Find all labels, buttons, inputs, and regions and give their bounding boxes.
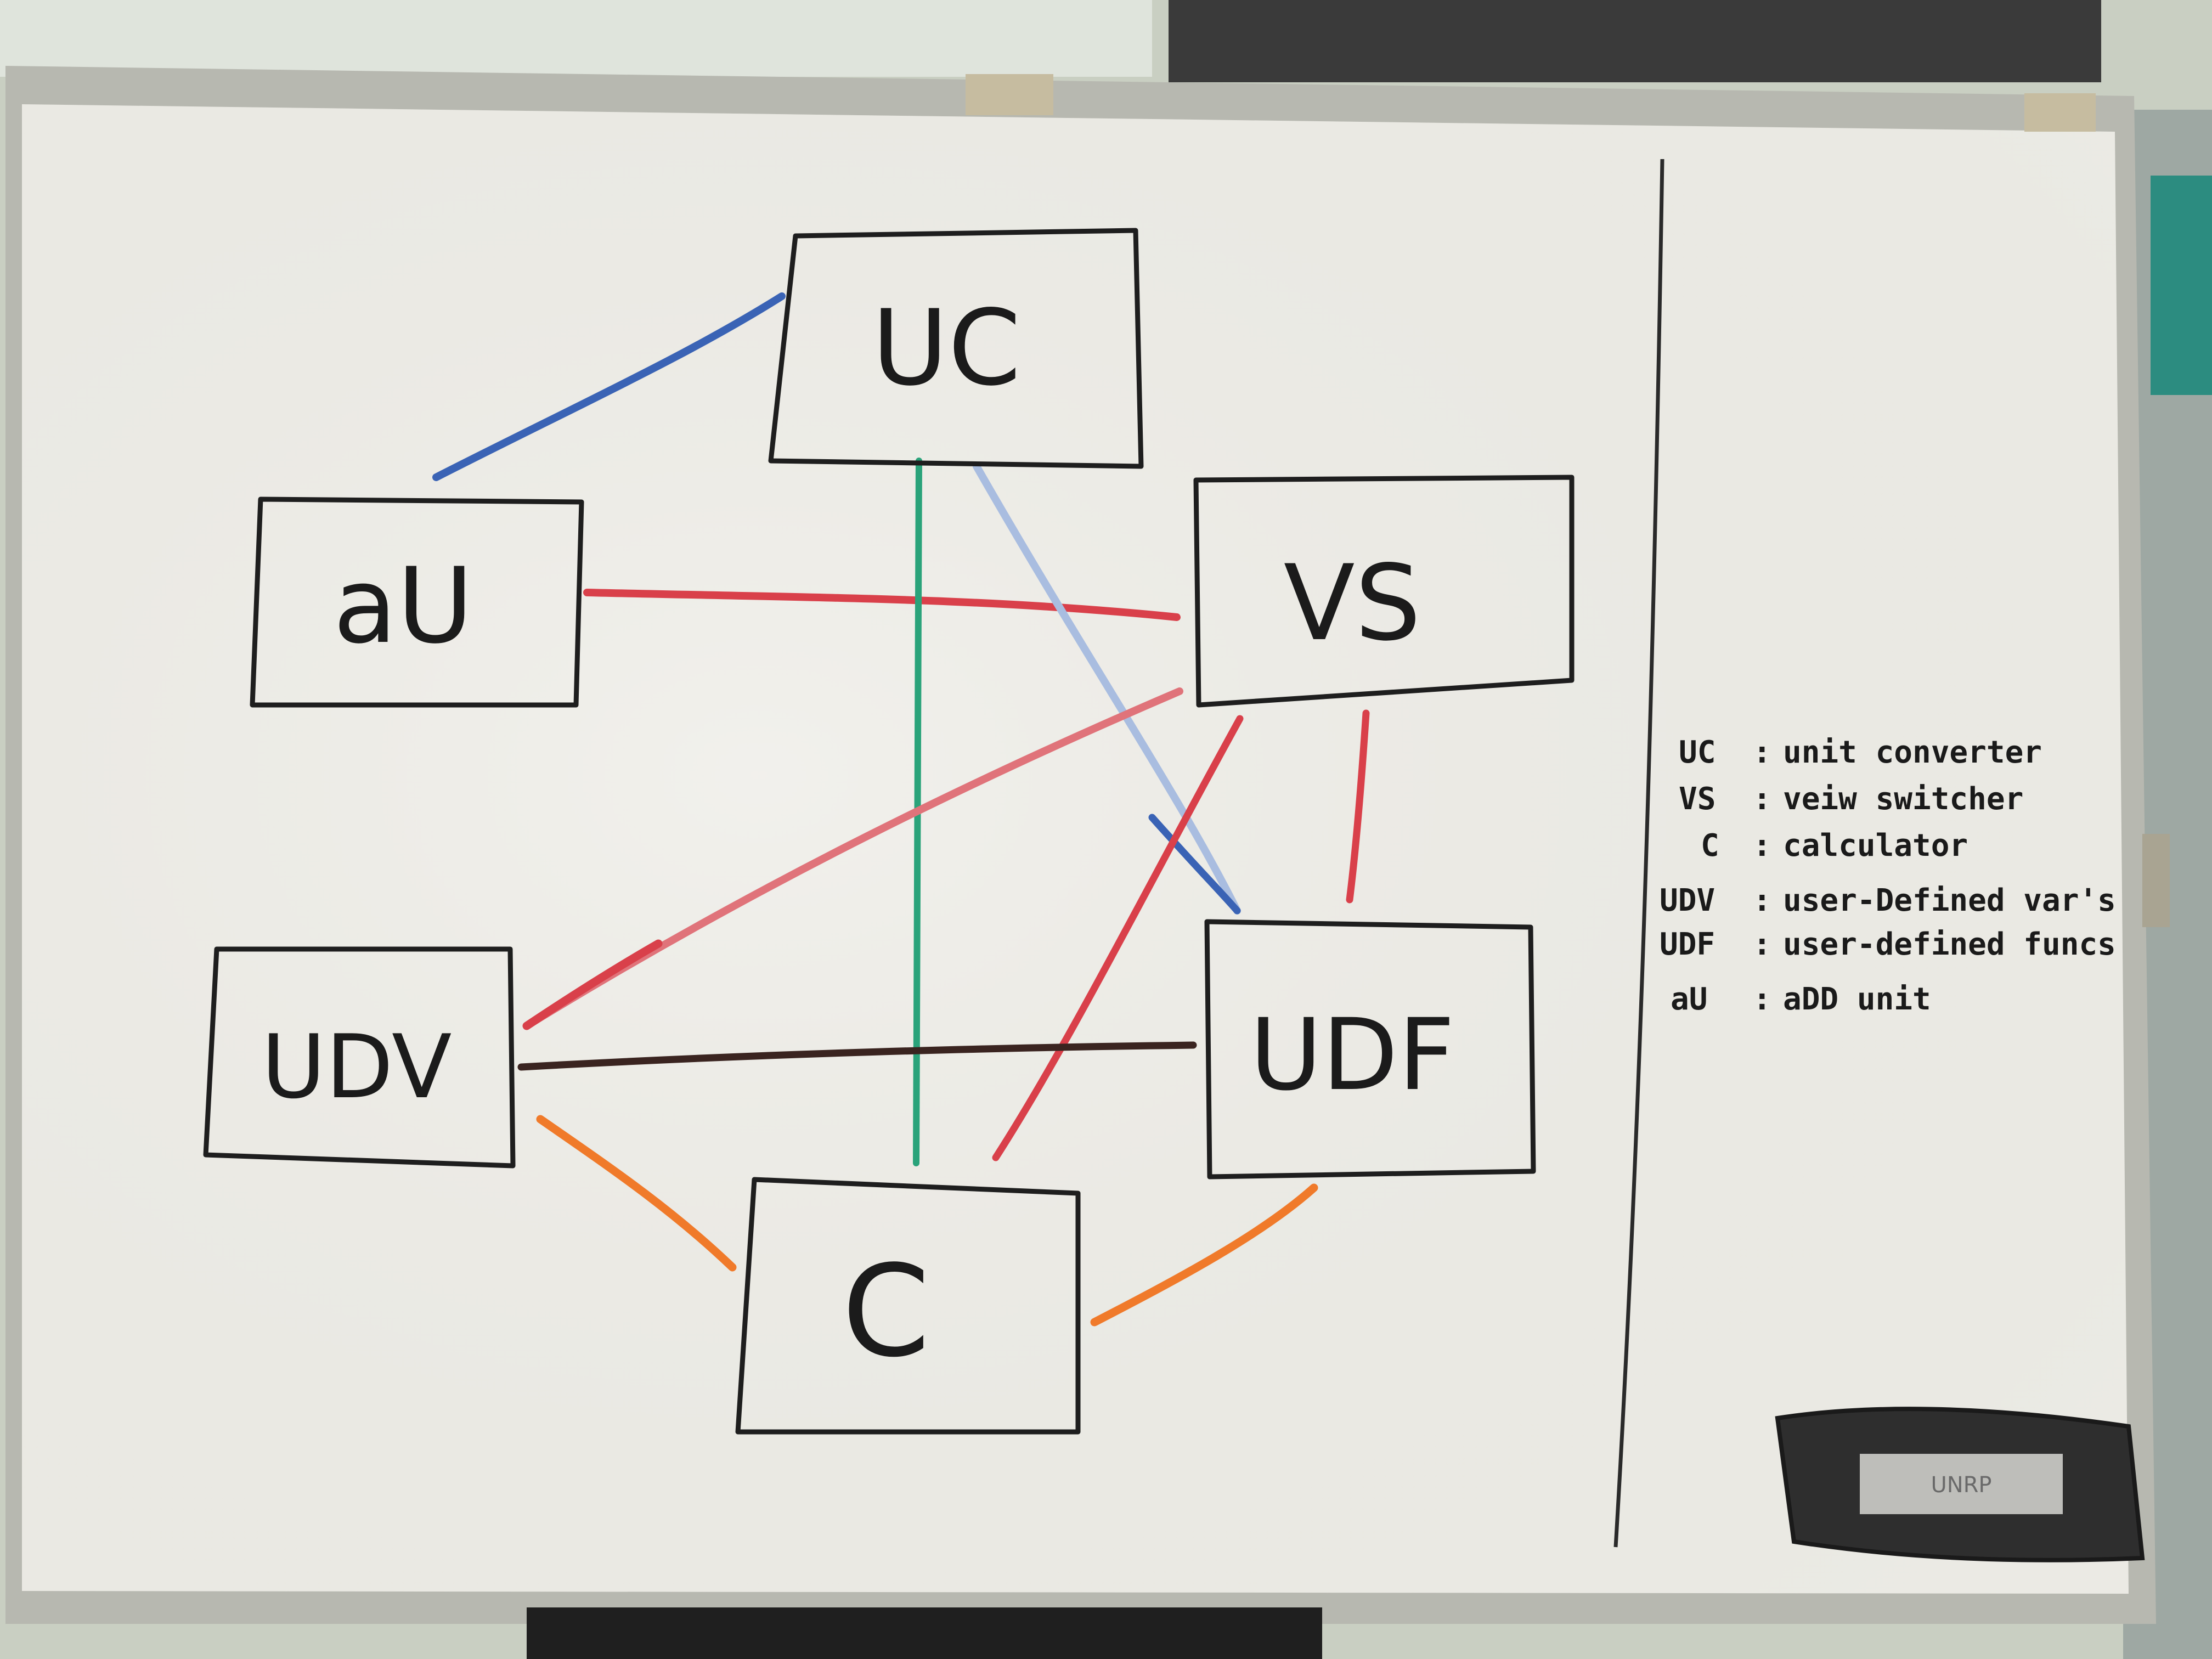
node-label-udf: UDF	[1250, 998, 1455, 1113]
eraser: UNRP	[1775, 1407, 2145, 1562]
legend-sep: :	[1753, 828, 1771, 864]
node-box-uc	[768, 228, 1144, 469]
marker-tray	[527, 1607, 1322, 1659]
tape-side	[2142, 834, 2170, 927]
tape-top	[966, 74, 1053, 115]
node-box-udf	[1204, 919, 1536, 1180]
eraser-label-bg	[1860, 1454, 2063, 1514]
divider-line	[1613, 159, 1664, 1548]
legend-row: VS : veiw switcher	[1679, 781, 2023, 817]
legend-text: user-Defined var's	[1783, 883, 2116, 918]
bedsheet	[0, 0, 1152, 77]
edge-au-vs	[583, 589, 1181, 621]
legend-sep: :	[1753, 781, 1771, 817]
legend-row: UDV : user-Defined var's	[1660, 883, 2116, 918]
teal-cloth	[2151, 176, 2212, 395]
node-label-c: C	[842, 1239, 930, 1385]
legend-sep: :	[1753, 927, 1771, 962]
edge-udv-vs-dark	[522, 939, 663, 1030]
legend-text: unit converter	[1783, 735, 2042, 770]
tape-right	[2024, 93, 2096, 132]
legend-abbr: C	[1701, 828, 1719, 864]
legend-text: aDD unit	[1783, 981, 1931, 1017]
legend-sep: :	[1753, 981, 1771, 1017]
legend-abbr: UC	[1679, 735, 1716, 770]
edges	[432, 292, 1370, 1327]
edge-au-uc	[432, 292, 786, 481]
node-boxes	[203, 228, 1575, 1435]
node-box-c	[735, 1177, 1081, 1435]
edge-vs-c	[992, 715, 1244, 1161]
eraser-label: UNRP	[1931, 1472, 1991, 1498]
node-box-au	[250, 496, 584, 708]
edge-udv-udf	[517, 1041, 1197, 1071]
node-label-vs: VS	[1284, 543, 1421, 664]
legend-abbr: UDV	[1660, 883, 1715, 918]
edge-vs-udf	[1346, 709, 1370, 904]
legend-text: user-defined funcs	[1783, 927, 2116, 962]
node-box-vs	[1193, 475, 1575, 708]
legend-row: C : calculator	[1701, 828, 1968, 864]
edge-udv-c	[536, 1115, 737, 1272]
legend-row: aU : aDD unit	[1671, 981, 1931, 1017]
node-labels: UC aU VS UDV UDF C	[262, 287, 1455, 1385]
board-sheen	[22, 104, 2129, 1594]
node-label-udv: UDV	[262, 1015, 452, 1118]
legend-abbr: aU	[1671, 981, 1707, 1017]
legend-sep: :	[1753, 883, 1771, 918]
node-box-udv	[203, 946, 516, 1169]
legend-row: UC : unit converter	[1679, 735, 2042, 770]
legend-sep: :	[1753, 735, 1771, 770]
edge-uc-udf-dark	[1148, 814, 1241, 915]
background-clutter	[1169, 0, 2101, 82]
node-label-au: aU	[333, 545, 473, 667]
legend-abbr: UDF	[1660, 927, 1715, 962]
legend-abbr: VS	[1679, 781, 1716, 817]
node-label-uc: UC	[872, 287, 1021, 409]
legend: UC : unit converter VS : veiw switcher C…	[1660, 735, 2116, 1017]
edge-c-udf	[1090, 1183, 1318, 1327]
legend-row: UDF : user-defined funcs	[1660, 927, 2116, 962]
legend-text: veiw switcher	[1783, 781, 2023, 817]
legend-text: calculator	[1783, 828, 1968, 864]
